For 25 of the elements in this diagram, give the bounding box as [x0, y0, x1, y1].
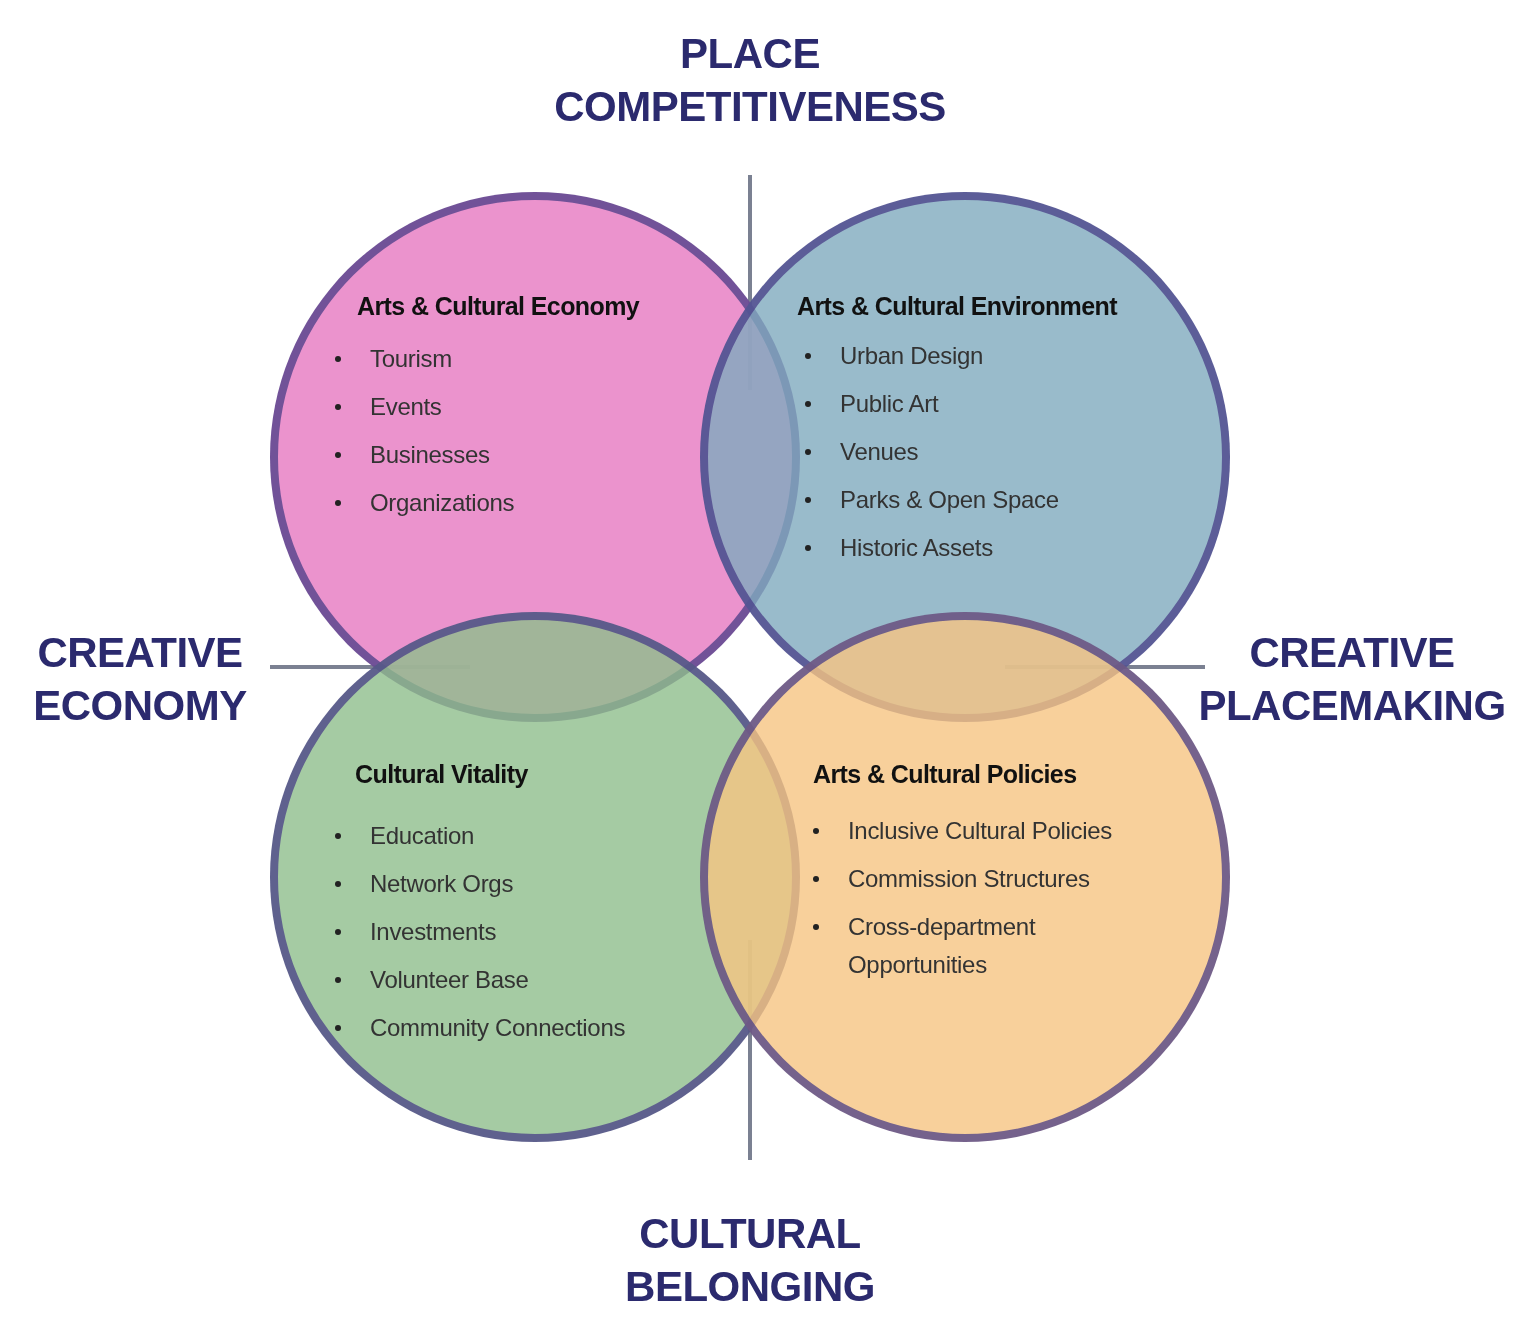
circle-heading: Arts & Cultural Policies: [813, 760, 1077, 789]
list-item: Urban Design: [840, 341, 984, 371]
list-item: Tourism: [370, 344, 452, 374]
list-item: Organizations: [370, 488, 515, 518]
circle-heading: Arts & Cultural Economy: [357, 292, 640, 321]
list-item: Network Orgs: [370, 869, 514, 899]
list-item: Inclusive Cultural Policies: [848, 816, 1112, 846]
list-item: Historic Assets: [840, 533, 993, 563]
axis-label: CULTURAL BELONGING: [624, 1209, 876, 1312]
axis-label: CREATIVE ECONOMY: [32, 628, 248, 731]
axis-label: PLACE COMPETITIVENESS: [553, 29, 947, 132]
list-item: Events: [370, 392, 442, 422]
circle-heading: Arts & Cultural Environment: [797, 292, 1117, 321]
list-item: Businesses: [370, 440, 490, 470]
list-item: Venues: [840, 437, 919, 467]
list-item: Investments: [370, 917, 497, 947]
list-item: Public Art: [840, 389, 939, 419]
list-item: Education: [370, 821, 475, 851]
circle-heading: Cultural Vitality: [355, 760, 528, 789]
list-item: Cross-department Opportunities: [848, 912, 1037, 980]
list-item: Community Connections: [370, 1013, 626, 1043]
list-item: Commission Structures: [848, 864, 1090, 894]
list-item: Parks & Open Space: [840, 485, 1059, 515]
list-item: Volunteer Base: [370, 965, 529, 995]
axis-label: CREATIVE PLACEMAKING: [1197, 628, 1507, 731]
